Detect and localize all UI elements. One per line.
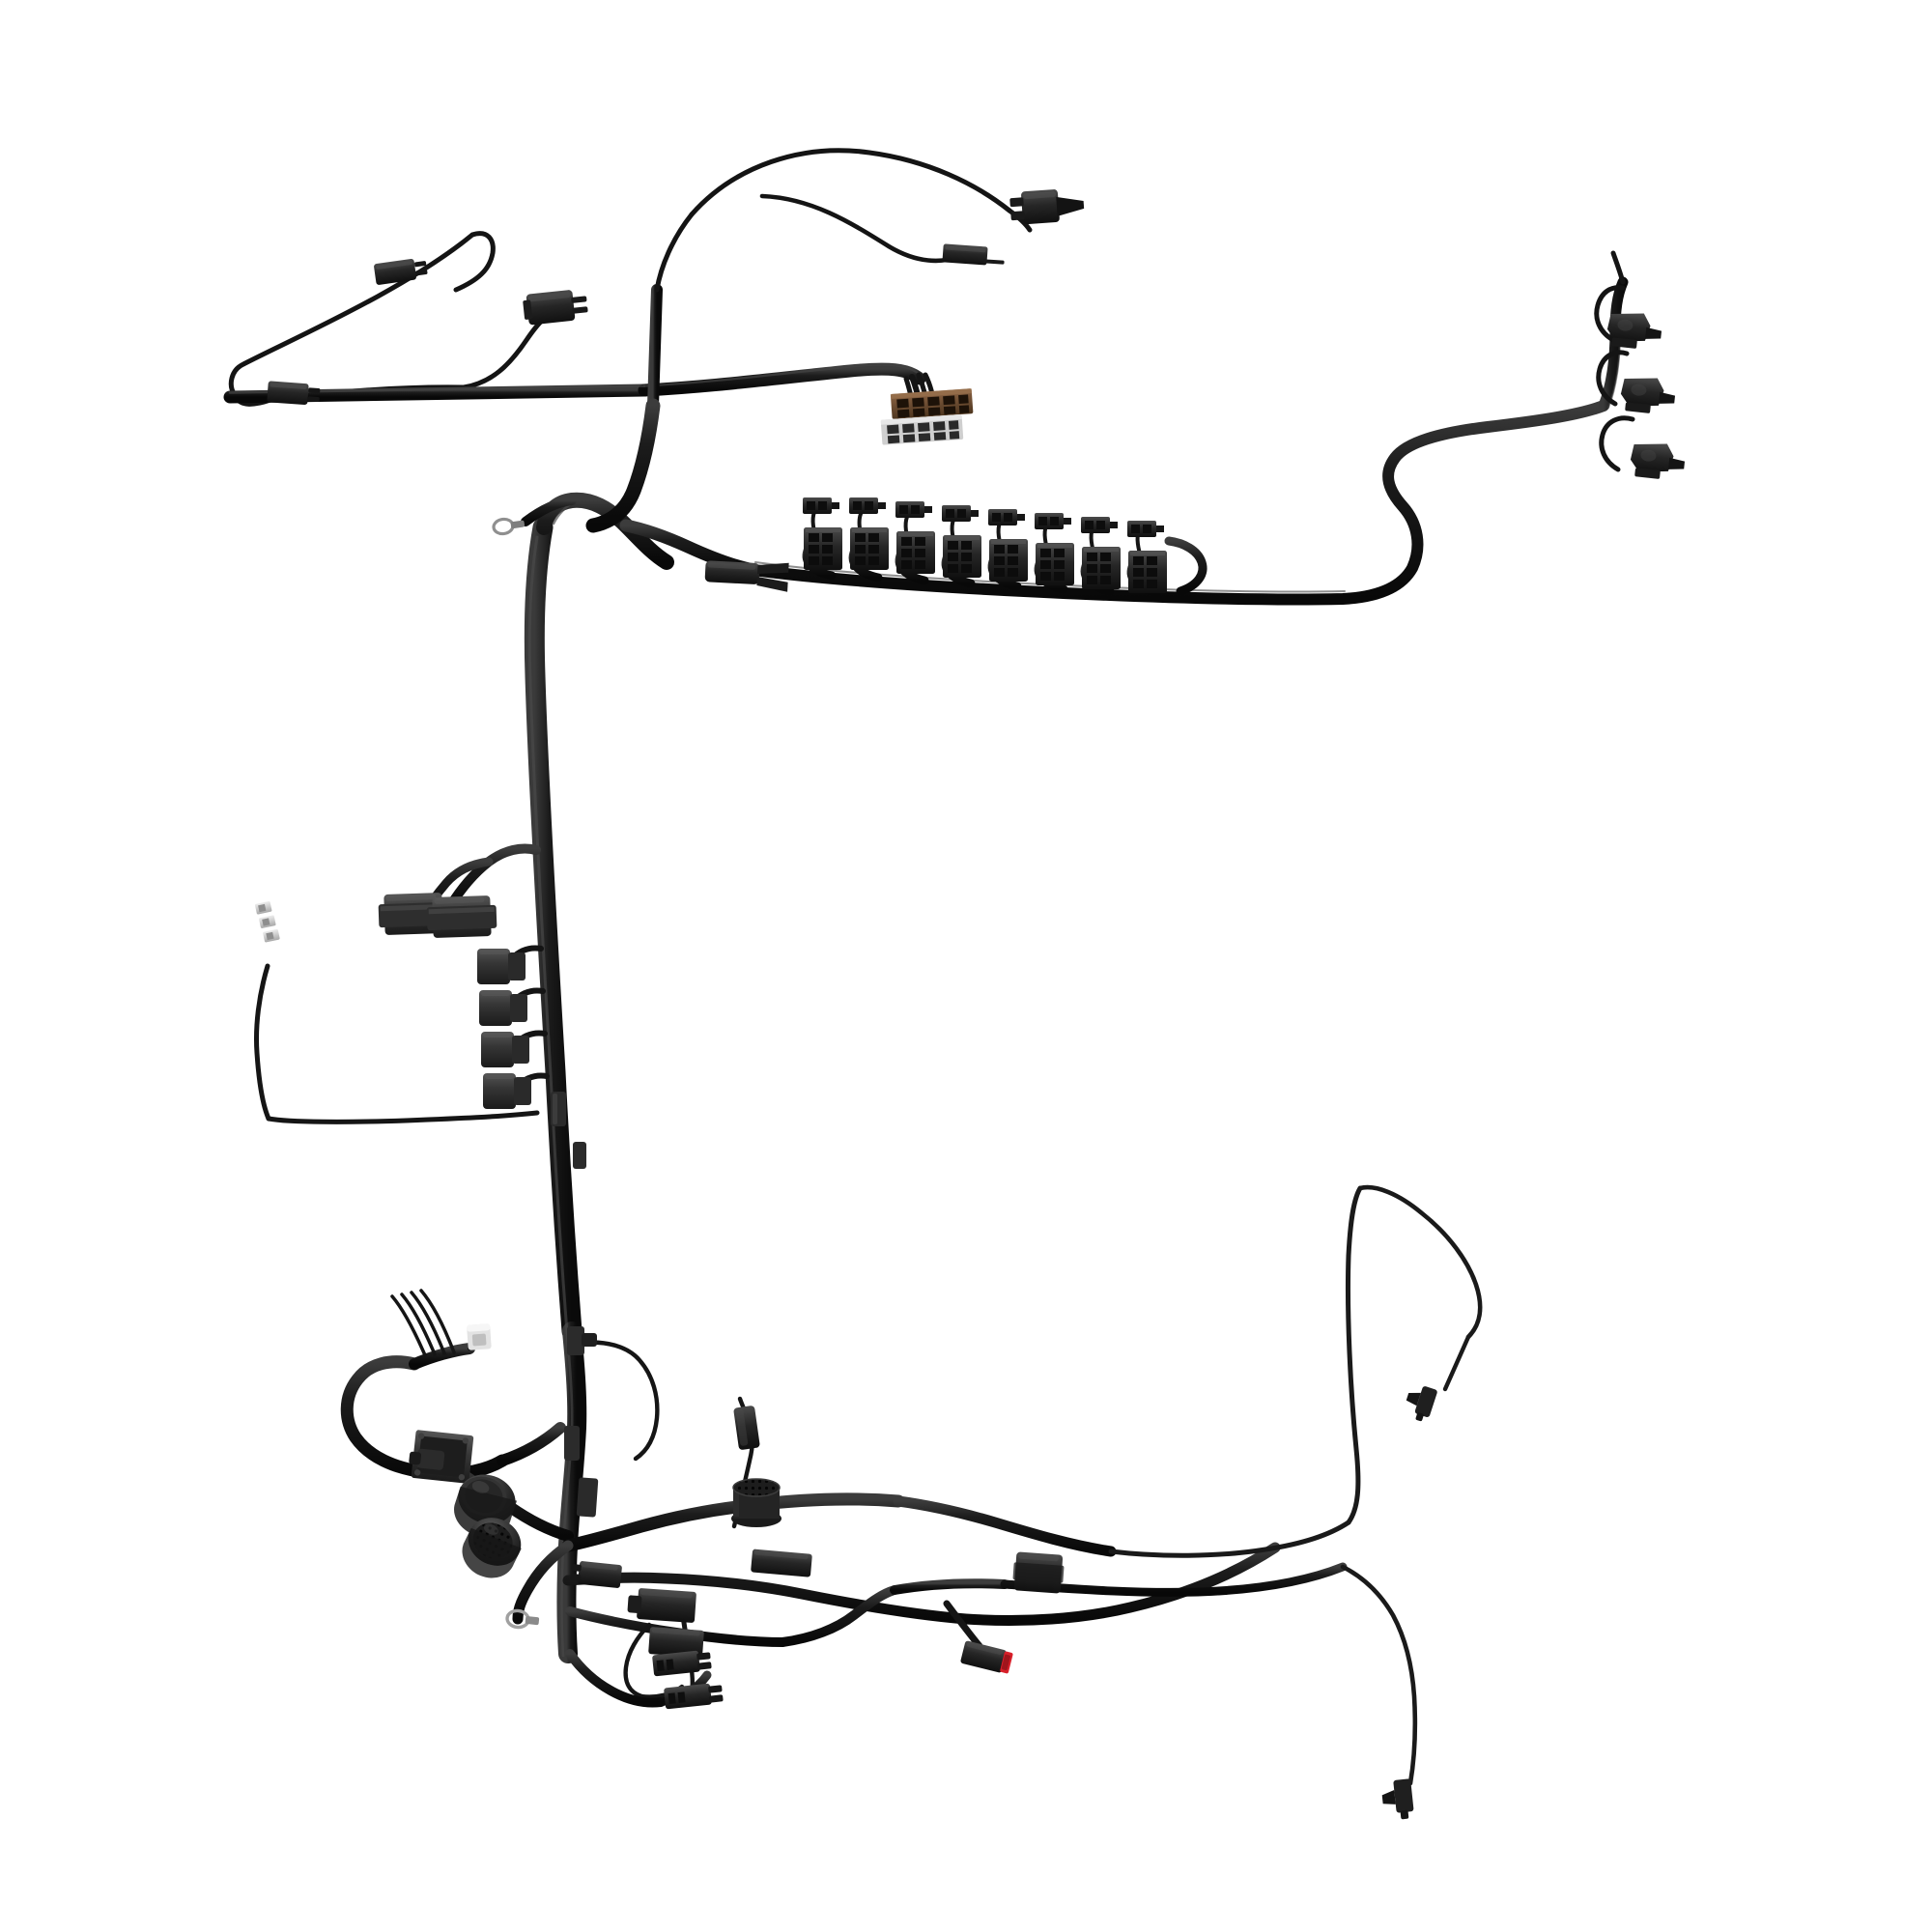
- connector-c-bottom-bar: [1012, 1551, 1065, 1594]
- connector-lower-trunk-block: [576, 1477, 599, 1518]
- connector-c-module-3: [481, 1032, 529, 1067]
- connector-c-bottom-d: [652, 1650, 712, 1677]
- connector-c-ground-eyelet-1: [492, 517, 526, 536]
- connector-c-square-flange: [409, 1430, 474, 1484]
- connector-c-injector-07: [1081, 517, 1121, 589]
- multipin-lower-row: [880, 413, 964, 445]
- connector-c-top-center-a: [942, 243, 1005, 266]
- connector-c-injector-03: [895, 501, 935, 574]
- connector-center-droop-module: [733, 1406, 760, 1450]
- connector-c-module-4: [483, 1073, 531, 1109]
- sensor-clip-count: 3: [10, 65, 18, 81]
- connector-c-ecu-round-1: [454, 1474, 518, 1537]
- connector-c-trunk-clip-1: [551, 1092, 566, 1126]
- connector-c-white-plug: [467, 1323, 492, 1350]
- connector-c-abs-2: [1620, 378, 1676, 413]
- connector-c-grommet-center: [731, 1478, 781, 1527]
- connector-c-bottom-b: [627, 1588, 696, 1623]
- bundle-trunk-clip-whip: [581, 1340, 660, 1462]
- connector-trunk-clip-3: [567, 1326, 597, 1355]
- connector-c-rear-clip: [1406, 1386, 1437, 1422]
- connector-c-red-face: [960, 1640, 1013, 1674]
- bundle-top-stub: [647, 212, 695, 412]
- connector-c-injector-02: [849, 497, 889, 570]
- injector-count: 8: [10, 26, 18, 43]
- connector-c-trunk-clip-2: [573, 1142, 586, 1169]
- connector-c-bottom-f: [751, 1548, 812, 1577]
- connector-c-injector-08: [1127, 521, 1167, 593]
- connector-c-injector-04: [942, 505, 981, 578]
- connector-c-bottom-a: [570, 1561, 622, 1588]
- connector-c-top-left-a: [374, 258, 428, 285]
- connector-c-white-terminals: [255, 900, 280, 943]
- connector-c-top-left-b: [523, 290, 588, 326]
- relay-module-count: 4: [10, 45, 18, 62]
- connector-c-bottom-c: [648, 1627, 704, 1658]
- connector-c-ecu-round-2: [462, 1518, 522, 1578]
- connector-c-ground-eyelet-2: [505, 1608, 540, 1630]
- connector-trunk-clip-4: [564, 1426, 580, 1461]
- connector-c-rear-end: [1381, 1778, 1414, 1820]
- connector-c-module-1: [477, 949, 526, 984]
- connector-c-abs-1: [1606, 313, 1662, 349]
- connector-c-module-2: [479, 990, 527, 1026]
- connector-c-top-left-c: [267, 381, 321, 406]
- connector-c-injector-01: [803, 497, 842, 570]
- connector-bank-injectors: [803, 497, 1167, 593]
- connector-c-top-center-b: [1009, 189, 1085, 225]
- connector-c-main-multipin: [880, 388, 974, 445]
- harness-connectors: [255, 189, 1686, 1820]
- bundle-main-vertical: [524, 517, 587, 1663]
- connector-c-relay-2: [426, 895, 497, 938]
- connector-c-injector-06: [1035, 513, 1074, 585]
- multipin-upper-row: [890, 388, 974, 419]
- scene-title: Automotive Engine Wiring Harness: [10, 7, 249, 23]
- bundle-left-thin-loop: [254, 963, 540, 1124]
- connector-c-injector-05: [988, 509, 1028, 582]
- connector-c-bottom-e: [664, 1683, 724, 1710]
- connector-c-rail-inlet: [704, 560, 789, 592]
- connector-c-abs-3: [1630, 443, 1686, 479]
